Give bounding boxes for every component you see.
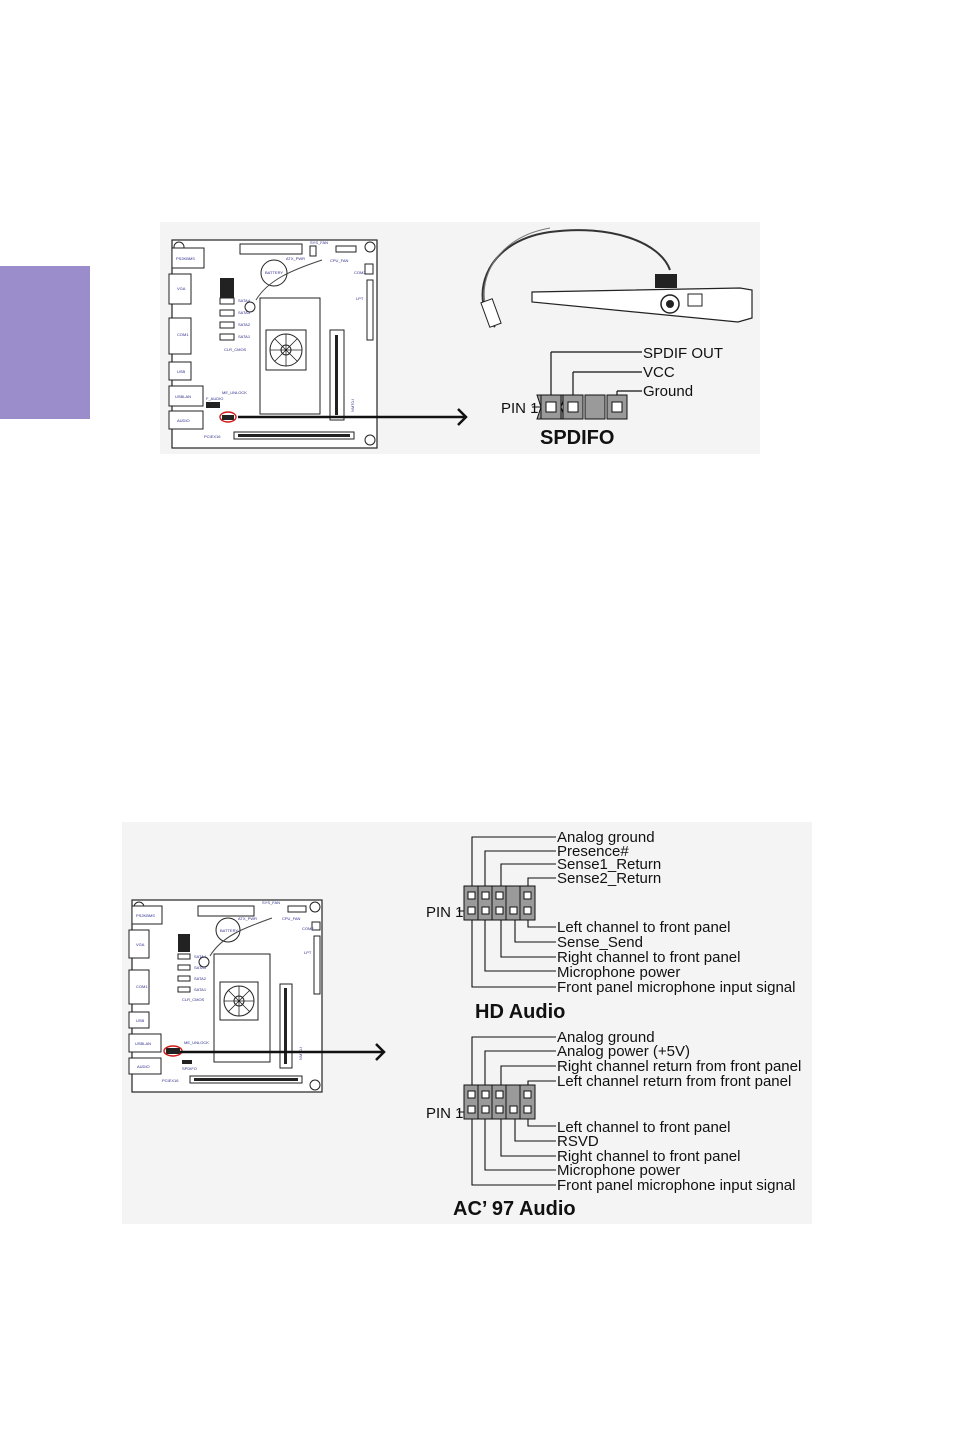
ac97-label-top-3: Right channel return from front panel [557,1058,801,1075]
label-sata1: SATA1 [194,987,207,992]
motherboard-diagram: PS2KBMS VGA COM1 USB USBLAN AUDIO ATX_PW… [168,239,378,449]
label-model: NM70-I [298,1047,303,1060]
label-com: COM1 [177,332,189,337]
hd-label-bottom-5: Front panel microphone input signal [557,979,795,996]
hd-label-top-3: Sense1_Return [557,856,661,873]
spdif-pinout: SPDIF OUT VCC Ground PIN 1 SPDIFO [501,345,723,449]
label-me: ME_UNLOCK [184,1040,209,1045]
spdif-figure: PS2KBMS VGA COM1 USB USBLAN AUDIO ATX_PW… [160,222,760,454]
ac97-audio-pinout: Analog ground Analog power (+5V) Right c… [426,1029,801,1220]
label-sata3: SATA3 [238,310,251,315]
label-me: ME_UNLOCK [222,390,247,395]
pointer-arrow [238,408,468,426]
ac97-label-bottom-2: RSVD [557,1133,599,1150]
label-model: NM70-I [350,399,355,412]
hd-label-bottom-3: Right channel to front panel [557,949,740,966]
label-ps2: PS2KBMS [176,256,195,261]
hd-label-top-1: Analog ground [557,829,655,846]
spdif-vcc-label: VCC [643,364,675,381]
ac97-label-bottom-1: Left channel to front panel [557,1119,730,1136]
label-audio: AUDIO [177,418,190,423]
label-sata2: SATA2 [238,322,251,327]
label-sata2: SATA2 [194,976,207,981]
label-com2: COM2 [302,926,314,931]
ac97-audio-title: AC’ 97 Audio [453,1198,576,1220]
label-cpufan: CPU_FAN [330,258,349,263]
label-pcie: PCIEX16 [162,1078,179,1083]
label-sysfan: SYS_FAN [310,240,328,245]
hd-audio-pinout: Analog ground Presence# Sense1_Return Se… [426,829,795,1023]
audio-figure: PS2KBMS VGA COM1 USB USBLAN AUDIO ATX_PW… [122,822,812,1224]
label-cpufan: CPU_FAN [282,916,301,921]
label-pcie: PCIEX16 [204,434,221,439]
label-vga: VGA [136,942,145,947]
ac97-label-top-1: Analog ground [557,1029,655,1046]
spdif-pin1-label: PIN 1 [501,400,539,417]
label-faudio: F_AUDIO [206,396,223,401]
label-atxpwr: ATX_PWR [238,916,257,921]
spdif-ground-label: Ground [643,383,693,400]
hd-label-bottom-1: Left channel to front panel [557,919,730,936]
pointer-arrow [180,1043,386,1061]
label-com: COM1 [136,984,148,989]
motherboard-diagram: PS2KBMS VGA COM1 USB USBLAN AUDIO ATX_PW… [128,899,323,1093]
label-vga: VGA [177,286,186,291]
label-ps2: PS2KBMS [136,913,155,918]
spdifo-highlight [219,411,237,423]
label-audio: AUDIO [137,1064,150,1069]
label-com2: COM2 [354,270,366,275]
ac97-label-bottom-5: Front panel microphone input signal [557,1177,795,1194]
ac97-pin1-label: PIN 1 [426,1105,464,1122]
spdif-bracket-illustration [480,227,753,328]
ac97-label-bottom-4: Microphone power [557,1162,680,1179]
hd-label-bottom-2: Sense_Send [557,934,643,951]
spdif-title: SPDIFO [540,427,614,449]
hd-pin1-label: PIN 1 [426,904,464,921]
ac97-label-top-2: Analog power (+5V) [557,1043,690,1060]
hd-audio-title: HD Audio [475,1001,565,1023]
spdif-out-label: SPDIF OUT [643,345,723,362]
label-sysfan: SYS_FAN [262,900,280,905]
ac97-label-top-4: Left channel return from front panel [557,1073,791,1090]
label-usblan: USBLAN [135,1041,151,1046]
hd-label-top-2: Presence# [557,843,629,860]
label-battery: BATTERY [265,270,283,275]
label-usb: USB [136,1018,145,1023]
label-sata3: SATA3 [194,965,207,970]
chapter-side-tab [0,266,90,419]
hd-label-bottom-4: Microphone power [557,964,680,981]
ac97-label-bottom-3: Right channel to front panel [557,1148,740,1165]
label-sata1: SATA1 [238,334,251,339]
label-cmos: CLR_CMOS [224,347,247,352]
label-usblan: USBLAN [175,394,191,399]
label-atxpwr: ATX_PWR [286,256,305,261]
label-usb: USB [177,369,186,374]
label-battery: BATTERY [220,928,238,933]
label-sata4: SATA4 [194,954,207,959]
label-lpt: LPT [356,296,364,301]
label-lpt: LPT [304,950,312,955]
label-spdifo: SPDIFO [182,1066,197,1071]
hd-label-top-4: Sense2_Return [557,870,661,887]
label-sata4: SATA4 [238,298,251,303]
label-cmos: CLR_CMOS [182,997,205,1002]
